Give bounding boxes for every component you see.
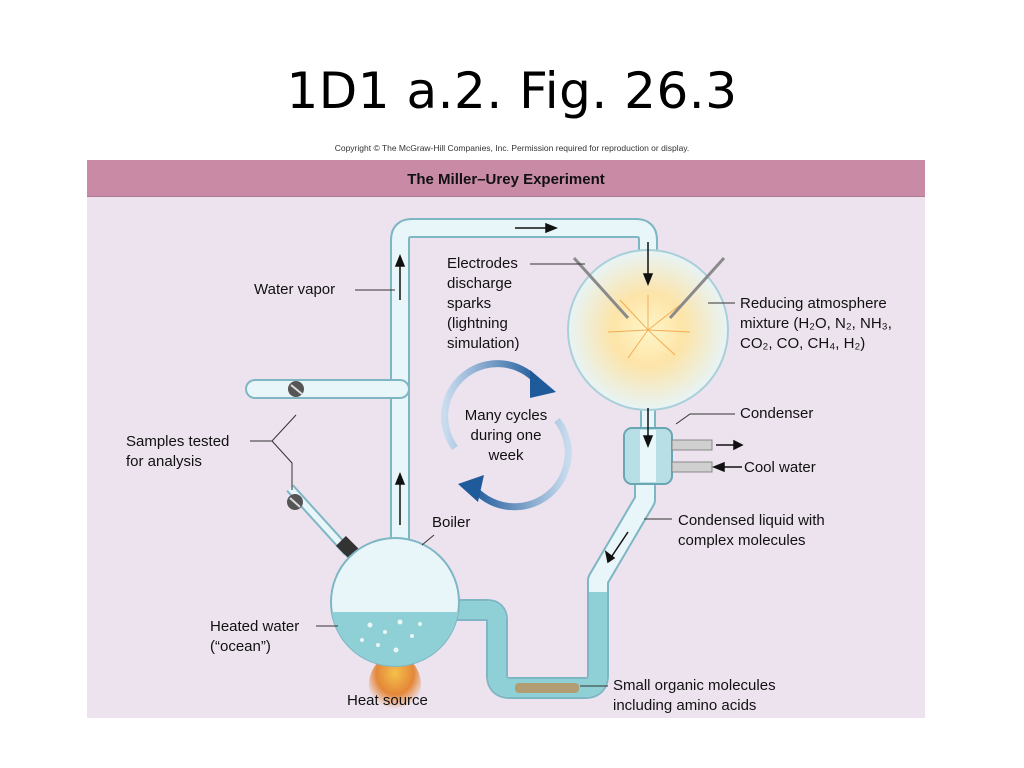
amino-acid-deposit bbox=[515, 683, 579, 693]
label-line: (“ocean”) bbox=[210, 638, 271, 655]
slide-title: 1D1 a.2. Fig. 26.3 bbox=[286, 62, 738, 120]
label-line: Small organic molecules bbox=[613, 677, 776, 694]
label-line: Electrodes bbox=[447, 255, 518, 272]
label-condenser: Condenser bbox=[740, 405, 814, 422]
label-cycles: Many cycles during one week bbox=[450, 406, 562, 466]
label-line: during one bbox=[470, 427, 542, 444]
label-boiler: Boiler bbox=[432, 514, 471, 531]
label-reducing-atmosphere: Reducing atmosphere mixture (H₂O, N₂, NH… bbox=[740, 294, 892, 354]
figure-banner bbox=[87, 160, 925, 197]
label-line: Samples tested bbox=[126, 433, 230, 450]
label-cool-water: Cool water bbox=[744, 459, 816, 476]
label-line: for analysis bbox=[126, 453, 202, 470]
leader-lines bbox=[250, 263, 735, 687]
copyright-notice: Copyright © The McGraw-Hill Companies, I… bbox=[334, 143, 690, 153]
label-water-vapor: Water vapor bbox=[254, 281, 336, 298]
label-line: Reducing atmosphere bbox=[740, 295, 887, 312]
stopcock-icon bbox=[287, 494, 303, 510]
label-heat-source: Heat source bbox=[347, 692, 428, 709]
figure-title: The Miller–Urey Experiment bbox=[407, 171, 605, 188]
label-line: mixture (H₂O, N₂, NH₃, bbox=[740, 315, 892, 332]
label-line: Many cycles bbox=[464, 407, 548, 424]
label-line: complex molecules bbox=[678, 532, 806, 549]
cycle-arrowhead-icon bbox=[530, 370, 556, 398]
label-samples: Samples tested for analysis bbox=[126, 432, 229, 472]
label-line: Condensed liquid with bbox=[678, 512, 825, 529]
label-electrodes: Electrodes discharge sparks (lightning s… bbox=[447, 254, 520, 354]
label-line: including amino acids bbox=[613, 697, 757, 714]
label-condensed-liquid: Condensed liquid with complex molecules bbox=[678, 511, 825, 551]
label-line: Heated water bbox=[210, 618, 300, 635]
label-line: CO₂, CO, CH₄, H₂) bbox=[740, 335, 866, 352]
condenser bbox=[623, 427, 713, 485]
cycle-arrows-icon bbox=[441, 360, 572, 511]
boiler-flask bbox=[330, 537, 460, 715]
label-line: (lightning bbox=[447, 315, 508, 332]
stopcock-icon bbox=[288, 381, 304, 397]
return-tube bbox=[455, 480, 656, 699]
label-line: discharge bbox=[447, 275, 513, 292]
cycle-arrowhead-icon bbox=[458, 475, 484, 502]
flow-arrow-icon bbox=[394, 222, 744, 564]
label-line: sparks bbox=[447, 295, 492, 312]
label-heated-water: Heated water (“ocean”) bbox=[210, 617, 299, 657]
electrode-right bbox=[668, 256, 726, 320]
electrode-left bbox=[572, 256, 630, 320]
label-line: simulation) bbox=[447, 335, 520, 352]
label-organic-molecules: Small organic molecules including amino … bbox=[613, 676, 776, 716]
spark-flask bbox=[567, 249, 729, 411]
label-line: week bbox=[488, 447, 524, 464]
